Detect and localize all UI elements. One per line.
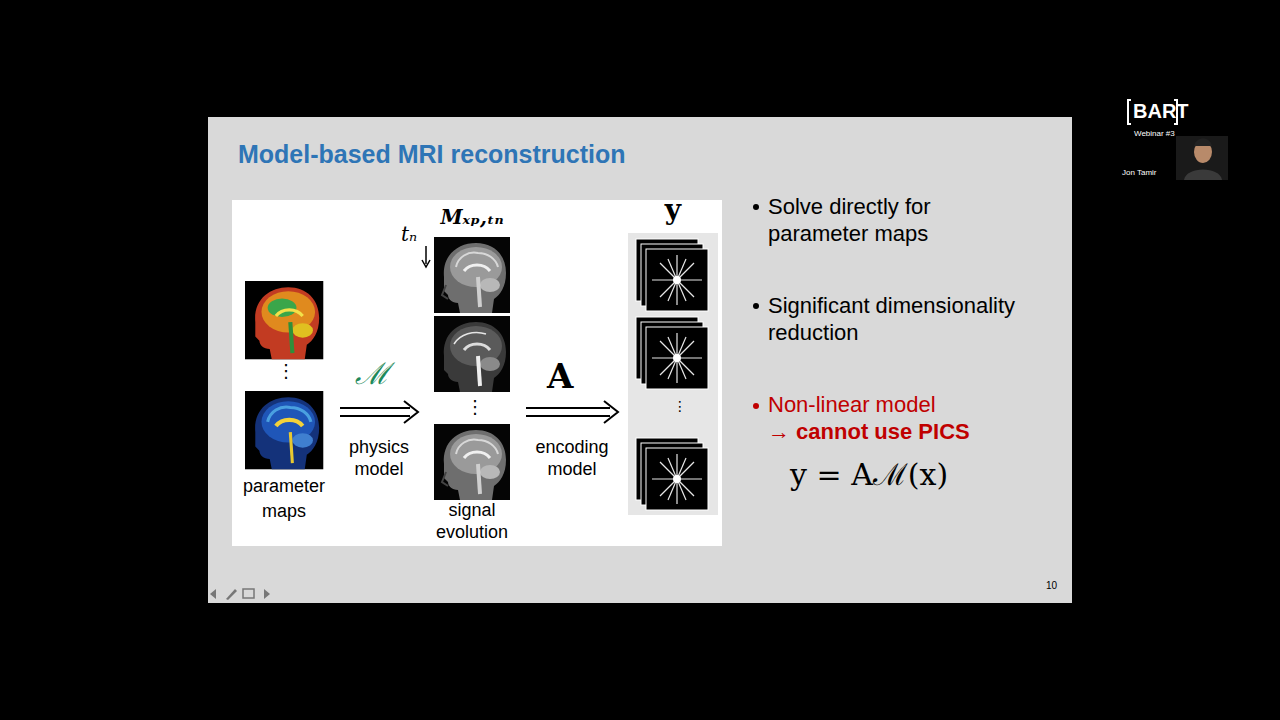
figure-stage: Mₓₚ,ₜₙ signal evolution (426, 205, 518, 545)
bullet-text: → cannot use PICS (768, 419, 970, 445)
speaker-name: Jon Tamir (1122, 168, 1157, 178)
parameter-map (245, 391, 323, 469)
slide-title: Model-based MRI reconstruction (238, 140, 626, 169)
nav-icons (210, 589, 270, 600)
illustration (434, 316, 510, 392)
time-arrow (425, 246, 427, 264)
bullet-text: Non-linear model (768, 392, 936, 418)
parameter-map (255, 397, 319, 469)
speaker-video (1184, 170, 1222, 181)
parameter-map (245, 281, 323, 359)
logo-brackets (1128, 100, 1131, 124)
logo-text: BART (1133, 99, 1189, 123)
operator-symbol: A (547, 356, 573, 397)
formula: y = Aℳ(x) (790, 457, 948, 493)
nav-icons (264, 589, 270, 599)
illustration (434, 237, 510, 313)
bullet-text: Significant dimensionality reduction (768, 292, 1036, 346)
kspace-panel (628, 233, 718, 515)
bullet-dot (753, 204, 759, 210)
bullet-text: Solve directly for parameter maps (768, 193, 1036, 247)
nav-icons (210, 589, 216, 599)
double-arrow (340, 407, 410, 409)
parameter-map (245, 391, 323, 469)
ellipsis: ⋮ (466, 396, 484, 418)
parameter-map (290, 322, 292, 353)
logo-subtitle: Webinar #3 (1134, 129, 1175, 139)
arrow-label: physics model (331, 436, 427, 480)
arrow-label: encoding model (524, 436, 620, 480)
illustration (646, 448, 708, 510)
double-arrow (340, 401, 418, 423)
stage-label: Mₓₚ,ₜₙ (426, 205, 518, 229)
time-arrow (422, 246, 430, 267)
parameter-map (292, 323, 313, 337)
time-arrow (422, 260, 430, 267)
figure-stage: parameter maps (236, 276, 332, 526)
double-arrow (526, 407, 610, 409)
page-number: 10 (1046, 580, 1057, 592)
bullet-dot (753, 403, 759, 409)
double-arrow (404, 401, 418, 423)
nav-icons (226, 589, 237, 600)
parameter-map (290, 432, 292, 463)
illustration (646, 327, 708, 389)
parameter-map (268, 299, 297, 318)
operator-symbol: ℳ (355, 356, 390, 392)
vector-symbol: y (626, 194, 720, 226)
ellipsis: ⋮ (673, 398, 687, 415)
double-arrow (340, 415, 410, 417)
bullet-dot (753, 303, 759, 309)
figure-stage: y (626, 194, 720, 516)
parameter-map (255, 287, 319, 359)
parameter-map (276, 420, 303, 426)
double-arrow (526, 415, 610, 417)
ellipsis: ⋮ (277, 360, 295, 382)
speaker-video (1176, 136, 1228, 180)
time-label: tₙ (401, 222, 417, 246)
nav-icons (243, 589, 254, 598)
parameter-map (245, 281, 323, 359)
double-arrow (604, 401, 618, 423)
illustration (646, 249, 708, 311)
parameter-map (292, 433, 313, 447)
speaker-video (1194, 139, 1212, 147)
stage-label: parameter maps (236, 474, 332, 524)
parameter-map (276, 310, 303, 316)
speaker-video (1176, 136, 1228, 180)
stage-label: signal evolution (426, 499, 518, 543)
double-arrow (526, 401, 618, 423)
illustration (434, 424, 510, 500)
